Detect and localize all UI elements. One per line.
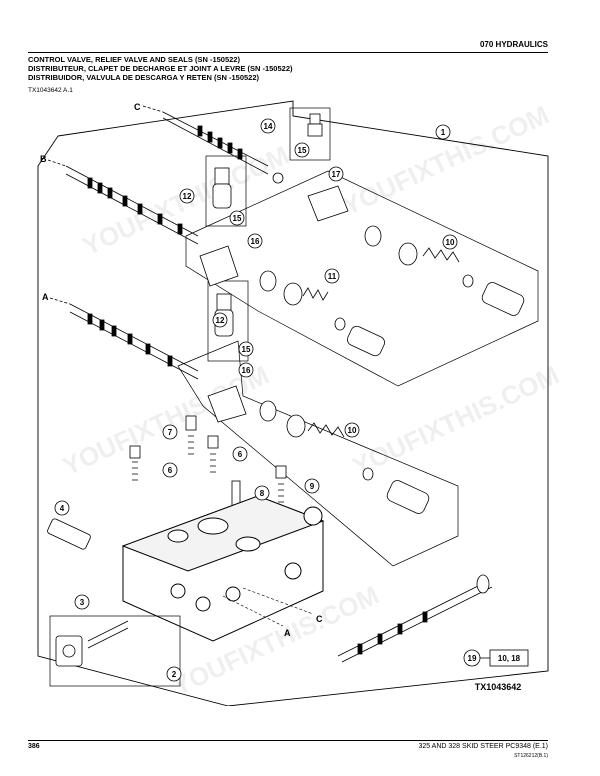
assembly-outline [37, 100, 549, 706]
header-rule [28, 52, 548, 53]
callout-12-upper: 12 [183, 192, 192, 201]
valve-block-16-lower [207, 385, 247, 423]
callout-14: 14 [264, 122, 273, 131]
cartridge-12-upper [212, 167, 232, 209]
title-english: CONTROL VALVE, RELIEF VALVE AND SEALS (S… [28, 55, 240, 64]
upper-subassembly-frame [185, 170, 539, 387]
title-french: DISTRIBUTEUR, CLAPET DE DECHARGE ET JOIN… [28, 64, 293, 73]
page-number: 386 [28, 743, 40, 750]
callout-7: 7 [168, 428, 173, 437]
section-title: 070 HYDRAULICS [479, 40, 548, 49]
callout-17: 17 [332, 170, 341, 179]
reference-target: 10, 18 [498, 654, 521, 663]
spool-end-4 [47, 518, 91, 550]
relief-valve-lower [259, 400, 430, 514]
svg-text:YOUFIXTHIS.COM: YOUFIXTHIS.COM [338, 100, 554, 222]
callout-3: 3 [80, 598, 85, 607]
title-block: CONTROL VALVE, RELIEF VALVE AND SEALS (S… [28, 55, 292, 82]
callout-10-upper: 10 [446, 238, 455, 247]
valve-block-16-upper [199, 245, 239, 287]
callout-9: 9 [310, 482, 315, 491]
callout-15-a: 15 [298, 146, 307, 155]
solenoid-box-upper [289, 107, 331, 161]
spool-a [49, 297, 199, 380]
spool-letter-c: C [134, 102, 141, 112]
reference-item: 19 [468, 654, 477, 663]
cartridge-box-upper [205, 155, 247, 227]
callout-6-left: 6 [168, 466, 173, 475]
solenoid-14 [307, 113, 323, 137]
callout-1: 1 [441, 128, 446, 137]
callout-10-lower: 10 [348, 426, 357, 435]
callout-11: 11 [328, 272, 337, 281]
relief-valve-middle [259, 270, 385, 357]
figure-id: TX1043642 [475, 682, 522, 692]
cartridge-box-lower [207, 280, 249, 362]
reference-box [463, 649, 529, 667]
control-valve-body [121, 495, 325, 642]
figure-reference: TX1043642 A.1 [28, 87, 73, 94]
watermark: YOUFIXTHIS.COM YOUFIXTHIS.COM YOUFIXTHIS… [58, 100, 564, 702]
callout-15-c: 15 [242, 345, 251, 354]
exploded-parts-diagram: YOUFIXTHIS.COM YOUFIXTHIS.COM YOUFIXTHIS… [37, 100, 564, 706]
svg-text:YOUFIXTHIS.COM: YOUFIXTHIS.COM [348, 360, 564, 482]
callout-4: 4 [60, 504, 65, 513]
spool-letter-a-body: A [284, 628, 291, 638]
callout-2: 2 [172, 670, 177, 679]
callout-16-upper: 16 [251, 237, 260, 246]
callout-12-lower: 12 [216, 316, 225, 325]
title-spanish: DISTRIBUIDOR, VALVULA DE DESCARGA Y RETE… [28, 73, 260, 82]
valve-block-17 [307, 185, 349, 222]
solenoid-box-lower [49, 615, 181, 687]
spool-bottom-right [337, 574, 493, 663]
relief-valve-upper [364, 225, 525, 316]
spool-letter-b: B [40, 154, 47, 164]
callout-8: 8 [260, 489, 265, 498]
spool-letter-a: A [42, 292, 49, 302]
plungers [129, 415, 287, 512]
callout-6-right: 6 [238, 450, 243, 459]
spool-b [47, 159, 199, 245]
spool-c [142, 105, 284, 184]
footer-code: ST126212(B.1) [514, 753, 548, 759]
footer-rule [28, 740, 548, 741]
callout-16-lower: 16 [242, 366, 251, 375]
callouts [54, 118, 458, 682]
spool-letter-c-body: C [316, 614, 323, 624]
footer-model: 325 AND 328 SKID STEER PC9348 (E.1) [418, 743, 548, 750]
solenoid-3 [55, 620, 129, 667]
callout-15-b: 15 [233, 214, 242, 223]
reference-lines [222, 587, 314, 627]
